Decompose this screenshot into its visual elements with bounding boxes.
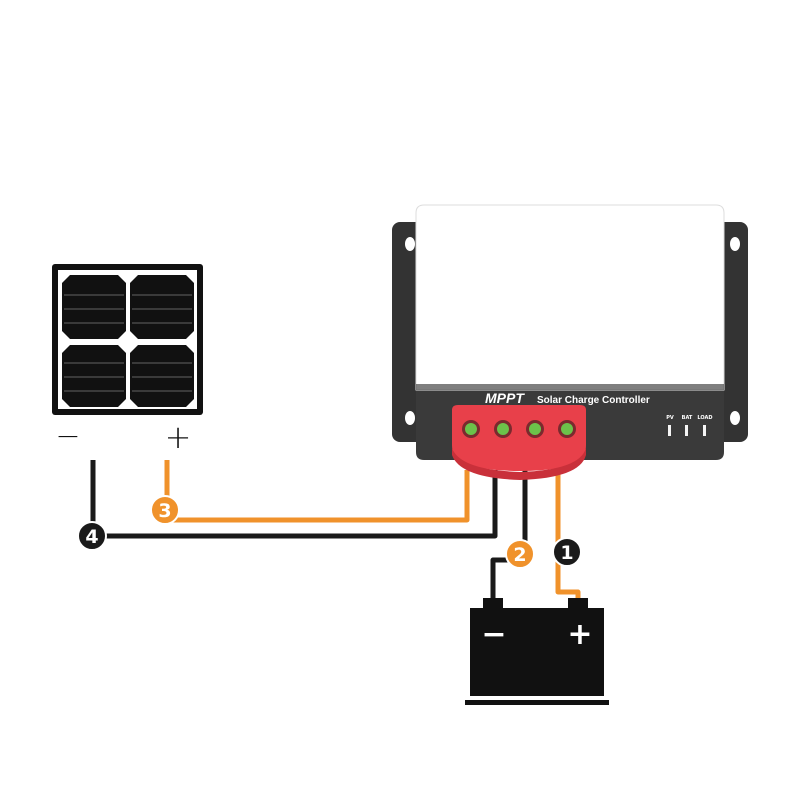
indicator-label-load: LOAD xyxy=(697,415,712,421)
terminal-screw-pv-positive xyxy=(465,423,477,435)
panel-minus-label: − xyxy=(55,419,80,454)
wire-panel-positive xyxy=(164,460,470,523)
charge-controller: MPPT Solar Charge Controller PV BAT LOAD xyxy=(392,204,748,480)
step-badge-circle xyxy=(505,539,535,569)
battery-base xyxy=(465,700,609,705)
solar-cell xyxy=(62,275,126,339)
indicator-label-pv: PV xyxy=(666,415,674,421)
battery-plus-label: + xyxy=(567,617,592,652)
wire-battery-negative xyxy=(490,470,528,604)
terminal-screw-pv-negative xyxy=(497,423,509,435)
terminal-screw-bat-positive xyxy=(561,423,573,435)
step-badge-label: 1 xyxy=(560,542,573,564)
solar-cell xyxy=(130,275,194,339)
controller-cover xyxy=(415,204,725,391)
step-badge-label: 4 xyxy=(85,526,98,548)
status-indicators: PV BAT LOAD xyxy=(666,415,713,436)
step-badge-label: 3 xyxy=(158,500,171,522)
terminal-screw-bat-negative xyxy=(529,423,541,435)
step-badge-label: 2 xyxy=(513,544,526,566)
wire-panel-negative xyxy=(90,460,498,539)
panel-plus-label: + xyxy=(165,418,192,456)
indicator-led-bat xyxy=(685,425,688,436)
cover-seam xyxy=(416,384,724,390)
solar-cell-lines xyxy=(64,294,192,392)
step-badge-circle xyxy=(150,495,180,525)
mounting-hole xyxy=(730,237,740,251)
step-badge-3: 3 xyxy=(150,495,180,525)
step-badge-1: 1 xyxy=(552,537,582,567)
battery-negative-terminal xyxy=(483,598,503,610)
mounting-hole xyxy=(730,411,740,425)
indicator-led-load xyxy=(703,425,706,436)
wire-battery-positive xyxy=(555,470,581,604)
terminal-block-lip xyxy=(452,448,586,480)
battery: − + xyxy=(465,598,609,705)
solar-cell xyxy=(62,345,126,407)
step-badge-4: 4 xyxy=(77,521,107,551)
wires xyxy=(90,460,581,604)
terminal-block xyxy=(452,405,586,471)
terminal-screws xyxy=(462,420,576,438)
step-badge-circle xyxy=(77,521,107,551)
solar-cells xyxy=(62,275,194,407)
battery-body xyxy=(470,608,604,696)
indicator-led-pv xyxy=(668,425,671,436)
mounting-hole xyxy=(405,237,415,251)
step-badge-circle xyxy=(552,537,582,567)
brand-label: MPPT xyxy=(485,390,525,406)
mounting-hole xyxy=(405,411,415,425)
indicator-label-bat: BAT xyxy=(682,415,693,421)
controller-title: Solar Charge Controller xyxy=(537,395,650,406)
solar-cell xyxy=(130,345,194,407)
step-badges: 1 2 3 4 xyxy=(77,495,582,569)
battery-positive-terminal xyxy=(568,598,588,610)
battery-minus-label: − xyxy=(481,617,506,652)
solar-panel: − + xyxy=(52,264,203,456)
step-badge-2: 2 xyxy=(505,539,535,569)
